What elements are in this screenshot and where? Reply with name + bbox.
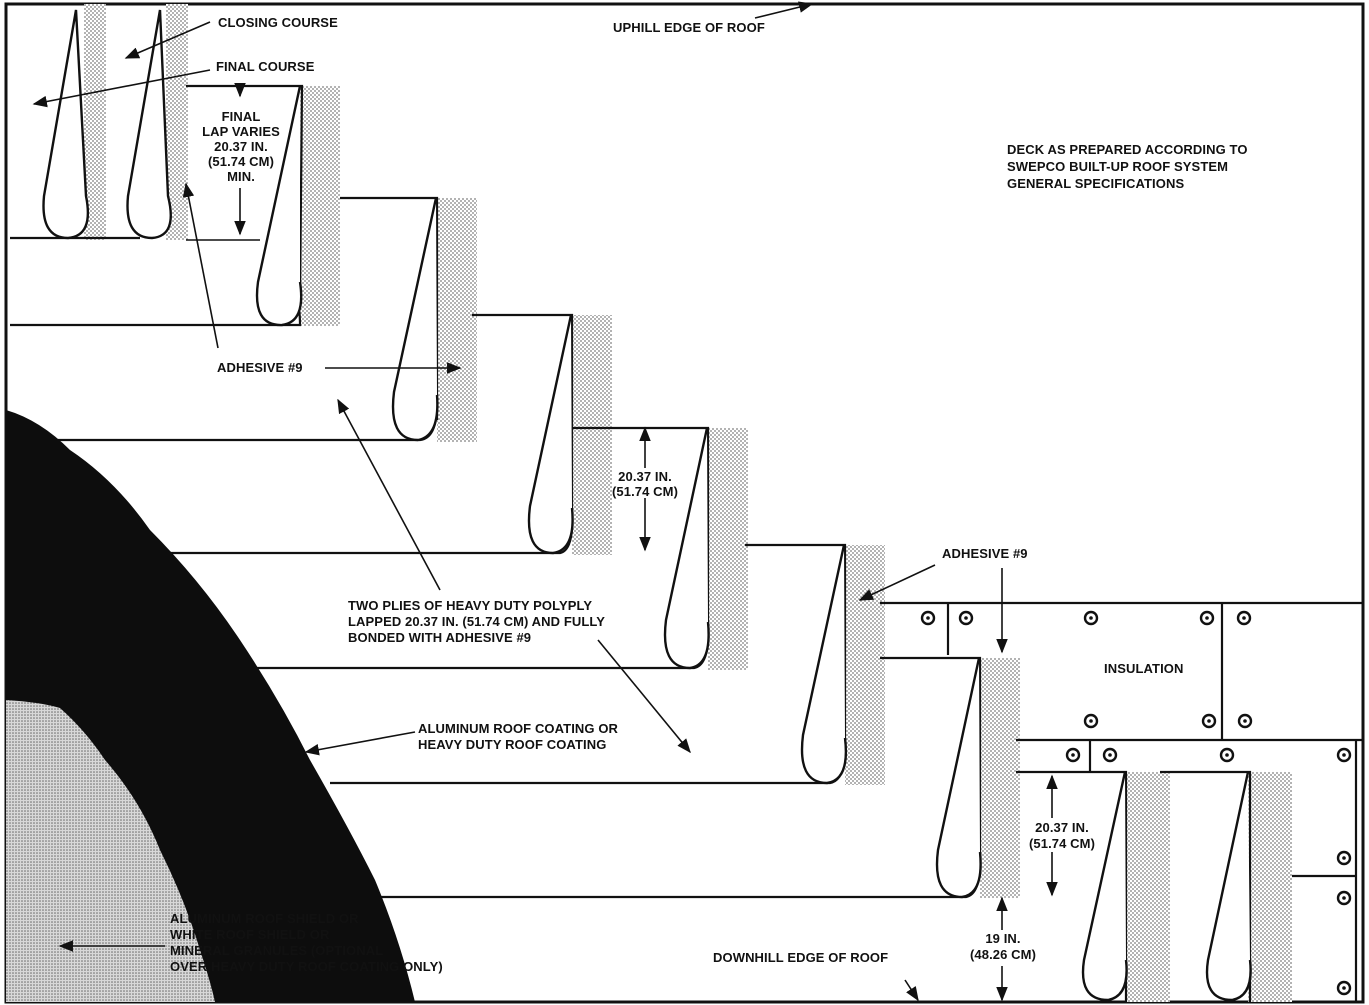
adhesive-left-label: ADHESIVE #9 [217, 360, 303, 375]
fastener-icon [1102, 747, 1118, 763]
fastener-icon [1236, 610, 1252, 626]
lap-dimension-middle-line-1: 20.37 IN. [618, 469, 672, 484]
course-sheet-5 [380, 656, 1020, 899]
insulation-boards [880, 601, 1363, 1002]
final-course-label: FINAL COURSE [216, 59, 315, 74]
fastener-icon [1065, 747, 1081, 763]
roof-shield-area [6, 700, 215, 1002]
downhill-edge-label: DOWNHILL EDGE OF ROOF [713, 950, 888, 965]
coating-note-line-1: ALUMINUM ROOF COATING OR [418, 721, 619, 736]
final-lap-label: FINAL LAP VARIES 20.37 IN. (51.74 CM) MI… [202, 109, 280, 184]
adhesive-right-label: ADHESIVE #9 [942, 546, 1028, 561]
shield-note-line-3: MINERAL GRANULES (OPTIONAL [170, 943, 383, 958]
plies-note-line-3: BONDED WITH ADHESIVE #9 [348, 630, 531, 645]
shield-note-line-4: OVER HEAVY DUTY ROOF COATING ONLY) [170, 959, 443, 974]
closing-course-label: CLOSING COURSE [218, 15, 338, 30]
course-sheet-1 [10, 196, 477, 442]
deck-note-line-3: GENERAL SPECIFICATIONS [1007, 176, 1184, 191]
fastener-icon [1336, 890, 1352, 906]
fasteners [920, 610, 1352, 996]
deck-note-line-1: DECK AS PREPARED ACCORDING TO [1007, 142, 1248, 157]
closing-course-roll-1 [42, 9, 90, 240]
fastener-icon [1237, 713, 1253, 729]
deck-note-line-2: SWEPCO BUILT-UP ROOF SYSTEM [1007, 159, 1228, 174]
lap-dimension-middle-line-2: (51.74 CM) [612, 484, 678, 499]
fastener-icon [1336, 980, 1352, 996]
lap-dimension-middle: 20.37 IN. (51.74 CM) [612, 469, 678, 499]
lap-dimension-lower: 20.37 IN. (51.74 CM) [1029, 820, 1095, 851]
fastener-icon [1199, 610, 1215, 626]
shield-note-line-2: WHITE ROOF SHIELD OR [170, 927, 330, 942]
final-course-sheet [10, 84, 340, 327]
shield-note: ALUMINUM ROOF SHIELD OR WHITE ROOF SHIEL… [170, 911, 443, 974]
lap-dimension-lower-line-1: 20.37 IN. [1035, 820, 1089, 835]
first-course-sheets [1016, 770, 1292, 1002]
fastener-icon [1219, 747, 1235, 763]
closing-course-roll-2 [126, 9, 172, 240]
first-course-dimension: 19 IN. (48.26 CM) [970, 931, 1036, 962]
final-lap-line-2: LAP VARIES [202, 124, 280, 139]
coating-note-line-2: HEAVY DUTY ROOF COATING [418, 737, 606, 752]
fastener-icon [1336, 747, 1352, 763]
final-lap-line-1: FINAL [222, 109, 261, 124]
first-course-dimension-line-2: (48.26 CM) [970, 947, 1036, 962]
fastener-icon [920, 610, 936, 626]
fastener-icon [1083, 610, 1099, 626]
plies-note: TWO PLIES OF HEAVY DUTY POLYPLY LAPPED 2… [348, 598, 605, 645]
leader-lines [32, 1, 1058, 1002]
fastener-icon [958, 610, 974, 626]
fastener-icon [1083, 713, 1099, 729]
plies-note-line-2: LAPPED 20.37 IN. (51.74 CM) AND FULLY [348, 614, 605, 629]
lap-dimension-lower-line-2: (51.74 CM) [1029, 836, 1095, 851]
fastener-icon [1336, 850, 1352, 866]
course-sheet-4 [330, 543, 885, 785]
shield-note-line-1: ALUMINUM ROOF SHIELD OR [170, 911, 359, 926]
final-lap-line-4: (51.74 CM) [208, 154, 274, 169]
final-lap-line-3: 20.37 IN. [214, 139, 268, 154]
fastener-icon [1201, 713, 1217, 729]
first-course-dimension-line-1: 19 IN. [985, 931, 1020, 946]
coating-note: ALUMINUM ROOF COATING OR HEAVY DUTY ROOF… [418, 721, 619, 752]
final-lap-line-5: MIN. [227, 169, 255, 184]
course-sheet-2 [170, 313, 612, 555]
uphill-edge-label: UPHILL EDGE OF ROOF [613, 20, 765, 35]
insulation-label: INSULATION [1104, 661, 1183, 676]
deck-note: DECK AS PREPARED ACCORDING TO SWEPCO BUI… [1007, 142, 1248, 191]
closing-course-sheets [10, 4, 188, 240]
plies-note-line-1: TWO PLIES OF HEAVY DUTY POLYPLY [348, 598, 592, 613]
course-sheet-3 [240, 426, 748, 670]
